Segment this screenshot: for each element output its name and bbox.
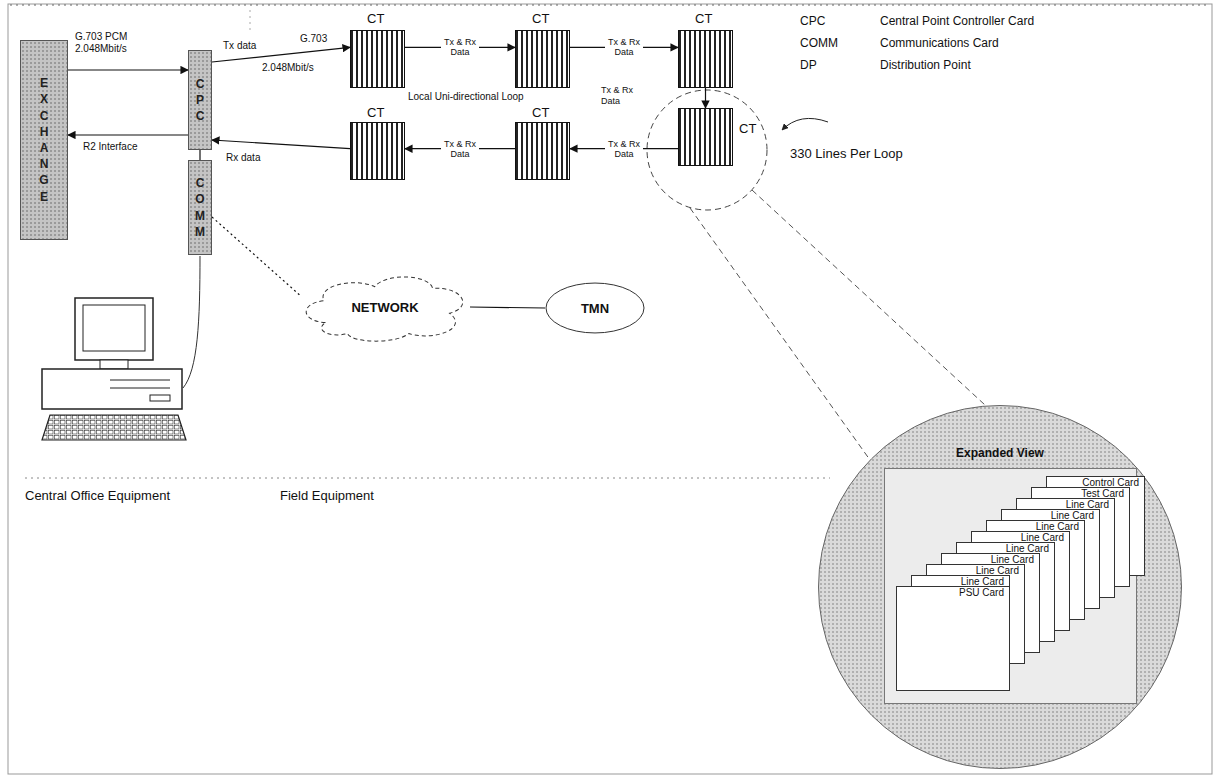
text-label: G.703 (300, 33, 327, 44)
ct-unit: CT (350, 122, 405, 180)
ct-unit: CT (515, 30, 570, 88)
edge-label: Tx & Rx Data (605, 36, 643, 58)
vertical-label: EXCHANGE (38, 75, 50, 205)
node-label: NETWORK (351, 300, 418, 315)
controller-card: CPC (188, 50, 212, 150)
view-title: Expanded View (819, 446, 1181, 460)
expansion-leader (752, 190, 985, 405)
text-label: DP (800, 58, 817, 72)
edge-label: Tx & Rx Data (441, 138, 479, 160)
text-label: 2.048Mbit/s (262, 62, 314, 73)
top-dotted-line (10, 5, 1210, 6)
comm-to-pc-line (183, 256, 200, 388)
area-divider (25, 478, 830, 479)
expanded-view-circle: Expanded ViewControl CardTest CardLine C… (818, 405, 1182, 769)
node-label: TMN (581, 301, 609, 316)
text-label: COMM (800, 36, 838, 50)
connector (705, 88, 706, 108)
tmn-ellipse: TMN (545, 282, 645, 334)
network-cloud: NETWORK (300, 268, 470, 346)
edge-label: Rx data (225, 151, 261, 165)
unit-label: CT (695, 11, 712, 26)
ct-unit: CT (678, 108, 733, 166)
ct-unit: CT (350, 30, 405, 88)
unit-label: CT (739, 121, 756, 136)
connector (212, 140, 350, 149)
computer-illustration (42, 298, 186, 440)
ct-unit: CT (515, 122, 570, 180)
unit-label: CT (367, 105, 384, 120)
text-label: Communications Card (880, 36, 999, 50)
exchange-box: EXCHANGE (20, 40, 68, 240)
edge-label: G.703 PCM 2.048Mbit/s (74, 30, 162, 56)
vertical-label: COMM (194, 175, 206, 240)
connector (199, 150, 200, 160)
text-label: Distribution Point (880, 58, 971, 72)
connector (470, 307, 545, 308)
connector (68, 69, 188, 70)
card-label: PSU Card (897, 587, 1009, 598)
text-label: Field Equipment (280, 488, 374, 503)
comm-card: COMM (188, 160, 212, 255)
text-label: CPC (800, 14, 825, 28)
cloud-shape (306, 277, 463, 341)
dp-highlight-circle (647, 90, 767, 210)
connector (212, 217, 300, 295)
ellipse-shape (546, 283, 644, 333)
expansion-leader (690, 208, 870, 460)
edge-label: Tx & Rx Data (600, 84, 642, 108)
area-divider (250, 10, 251, 30)
edge-label: Tx & Rx Data (441, 36, 479, 58)
text-label: Central Office Equipment (25, 488, 170, 503)
text-label: Local Uni-directional Loop (408, 91, 524, 102)
edge-label: Tx data (222, 39, 257, 53)
text-label: Central Point Controller Card (880, 14, 1034, 28)
psu-card: PSU Card (896, 586, 1010, 691)
pointer-arrow (782, 118, 828, 130)
text-label: 330 Lines Per Loop (790, 146, 903, 161)
edge-label: R2 Interface (82, 140, 138, 154)
unit-label: CT (367, 11, 384, 26)
ct-unit: CT (678, 30, 733, 88)
connector (68, 134, 188, 135)
unit-label: CT (532, 105, 549, 120)
unit-label: CT (532, 11, 549, 26)
edge-label: Tx & Rx Data (605, 138, 643, 160)
frame (8, 4, 1212, 774)
vertical-label: CPC (194, 76, 206, 125)
